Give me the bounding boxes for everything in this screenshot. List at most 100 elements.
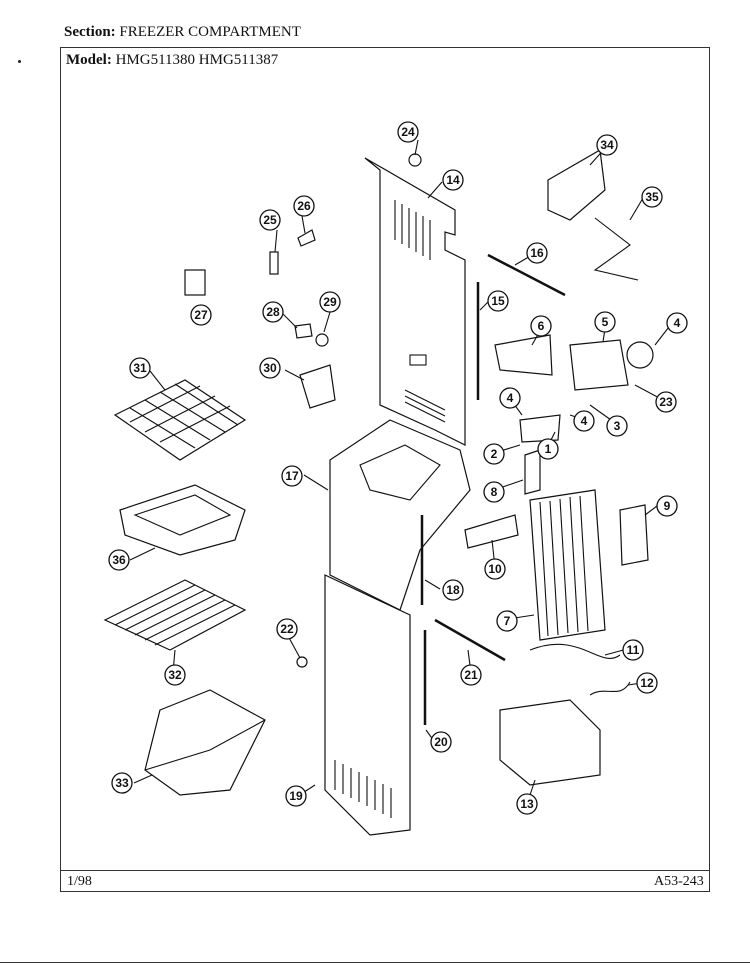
stray-mark: [18, 60, 21, 63]
callout-23: 22: [276, 618, 298, 640]
callout-9: 8: [483, 481, 505, 503]
section-value: FREEZER COMPARTMENT: [119, 24, 301, 40]
bin-34: [144, 689, 266, 796]
svg-text:26: 26: [297, 199, 311, 213]
callout-11: 10: [484, 558, 506, 580]
svg-text:27: 27: [194, 308, 208, 322]
svg-text:3: 3: [614, 419, 621, 433]
callout-28: 27: [190, 304, 212, 326]
callout-34: 33: [111, 772, 133, 794]
svg-text:30: 30: [263, 361, 277, 375]
gasket-22: [434, 618, 506, 662]
svg-text:4: 4: [581, 414, 588, 428]
callout-33: 32: [164, 664, 186, 686]
model-heading: Model: HMG511380 HMG511387: [66, 52, 278, 69]
bulb-30: [315, 333, 329, 347]
part-26: [269, 251, 279, 275]
callout-6: 5: [594, 311, 616, 333]
section-heading: Section: FREEZER COMPARTMENT: [64, 24, 301, 41]
svg-text:31: 31: [133, 361, 147, 375]
wire-13: [589, 681, 631, 696]
svg-text:20: 20: [434, 735, 448, 749]
callout-21: 20: [430, 731, 452, 753]
cover-6: [569, 339, 629, 391]
part-27: [297, 229, 316, 247]
svg-text:18: 18: [446, 583, 460, 597]
callout-37: 36: [108, 549, 130, 571]
wire-36: [593, 217, 639, 281]
callout-15: 14: [442, 169, 464, 191]
ice-tray-32: [113, 379, 247, 461]
svg-text:4: 4: [674, 316, 681, 330]
svg-text:5: 5: [602, 315, 609, 329]
exploded-parts-diagram: 24 14 34 35 26 25 16 15 27 28 29 6 5 4 3…: [103, 121, 688, 836]
svg-text:17: 17: [285, 469, 299, 483]
svg-text:15: 15: [491, 294, 505, 308]
svg-text:9: 9: [664, 499, 671, 513]
liner-panel-15: [364, 157, 466, 446]
svg-text:19: 19: [289, 789, 303, 803]
model-label: Model:: [66, 52, 112, 68]
svg-text:22: 22: [280, 622, 294, 636]
svg-text:10: 10: [488, 562, 502, 576]
cover-20: [324, 574, 411, 836]
callout-22: 21: [460, 664, 482, 686]
svg-text:21: 21: [464, 668, 478, 682]
callout-32: 31: [129, 357, 151, 379]
callout-35: 34: [596, 134, 618, 156]
callout-7: 6: [530, 315, 552, 337]
part-11: [464, 514, 519, 549]
svg-text:8: 8: [491, 485, 498, 499]
svg-text:29: 29: [323, 295, 337, 309]
footer-date: 1/98: [67, 874, 92, 889]
part-25: [408, 153, 422, 167]
callout-14: 13: [516, 793, 538, 815]
callout-10: 9: [656, 495, 678, 517]
svg-text:1: 1: [545, 442, 552, 456]
svg-text:13: 13: [520, 797, 534, 811]
callout-1: 1: [537, 438, 559, 460]
footer-page-code: A53-243: [654, 874, 704, 889]
callout-26: 25: [259, 209, 281, 231]
fan-blade-5: [626, 341, 654, 369]
svg-text:16: 16: [530, 246, 544, 260]
callout-2: 2: [483, 443, 505, 465]
svg-text:28: 28: [266, 305, 280, 319]
svg-text:7: 7: [504, 614, 511, 628]
cover-31: [299, 364, 336, 409]
part-29: [294, 323, 313, 339]
footer-divider: [61, 870, 709, 871]
gasket-17: [487, 253, 566, 297]
callout-4b: 4: [573, 410, 595, 432]
svg-text:35: 35: [645, 190, 659, 204]
section-label: Section:: [64, 24, 116, 40]
pan-37: [119, 484, 246, 556]
tray-14: [499, 699, 601, 786]
svg-text:23: 23: [659, 395, 673, 409]
model-value: HMG511380 HMG511387: [115, 52, 279, 68]
part-28: [184, 269, 206, 296]
svg-text:2: 2: [491, 447, 498, 461]
svg-text:14: 14: [446, 173, 460, 187]
motor-1: [519, 414, 561, 443]
callout-20: 19: [285, 785, 307, 807]
svg-text:6: 6: [538, 319, 545, 333]
svg-text:11: 11: [627, 643, 640, 657]
bracket-35: [547, 149, 606, 221]
svg-text:33: 33: [115, 776, 129, 790]
part-10: [619, 504, 649, 566]
svg-text:36: 36: [112, 553, 126, 567]
part-9: [524, 449, 541, 495]
callout-29: 28: [262, 301, 284, 323]
svg-text:34: 34: [600, 138, 614, 152]
callout-25: 24: [397, 121, 419, 143]
callout-8: 7: [496, 610, 518, 632]
callout-3: 3: [606, 415, 628, 437]
callout-30: 29: [319, 291, 341, 313]
callout-36: 35: [641, 186, 663, 208]
callout-12: 11: [622, 639, 644, 661]
duct-18: [329, 419, 471, 611]
callout-17: 16: [526, 242, 548, 264]
part-7: [494, 334, 553, 376]
page-bottom-rule: [0, 962, 750, 963]
